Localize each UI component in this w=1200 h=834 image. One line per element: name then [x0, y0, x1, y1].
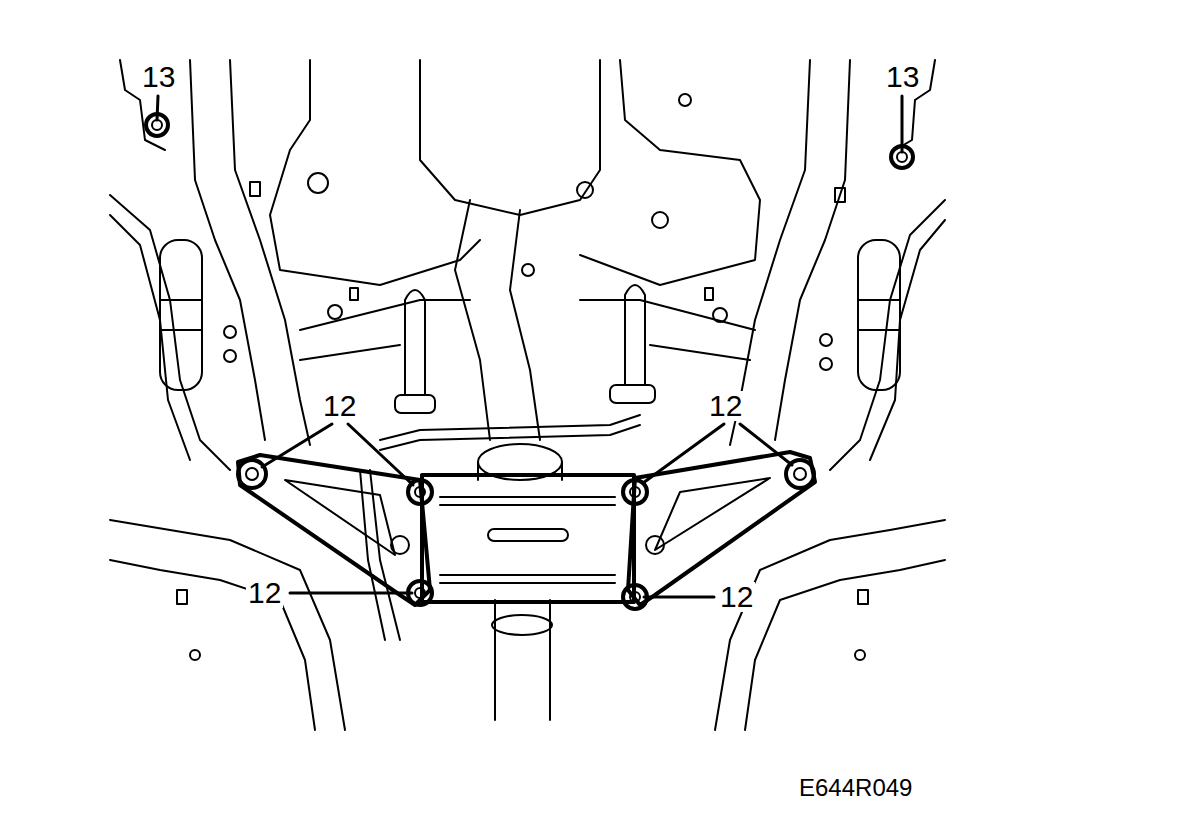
transmission-housing-part: [308, 173, 328, 193]
transmission-housing-part: [705, 288, 713, 300]
brake-pipes-part: [610, 385, 655, 403]
exhaust-pipe-part: [455, 200, 490, 440]
bolts: [146, 114, 913, 609]
exhaust-pipe-part: [478, 462, 562, 480]
leader-lines-part: [157, 96, 158, 120]
leader-lines: [157, 96, 902, 597]
transmission-housing-part: [300, 300, 755, 330]
right-frame-part: [830, 200, 945, 470]
left-frame-part: [177, 590, 187, 604]
exhaust-pipe: [455, 200, 562, 720]
callout-number: 12: [718, 582, 755, 612]
transmission-crossmember-part: [655, 478, 770, 550]
exhaust-pipe-part: [510, 210, 540, 440]
transmission-housing-part: [270, 60, 480, 285]
figure-code: E644R049: [797, 776, 914, 800]
brake-pipes-part: [380, 415, 640, 440]
left-frame-part: [224, 350, 236, 362]
left-frame-part: [160, 240, 202, 390]
left-frame-part: [110, 195, 230, 470]
transmission-crossmember-part: [440, 497, 615, 583]
right-frame-part: [775, 60, 850, 440]
transmission-housing-part: [835, 188, 845, 202]
bolts-part: [415, 588, 425, 598]
transmission-housing-part: [420, 60, 600, 215]
transmission-housing-part: [522, 264, 534, 276]
transmission-housing-part: [328, 305, 342, 319]
transmission-housing-part: [713, 308, 727, 322]
right-frame-part: [870, 220, 945, 460]
transmission-crossmember-part: [391, 536, 409, 554]
right-frame-part: [820, 334, 832, 346]
bolts-part: [794, 468, 806, 480]
leader-lines-part: [644, 596, 714, 599]
transmission-crossmember-part: [285, 480, 395, 555]
left-frame-part: [110, 560, 315, 730]
left-frame: [110, 60, 345, 730]
brake-pipes: [360, 285, 655, 640]
left-frame-part: [110, 215, 190, 460]
right-frame-part: [858, 300, 900, 330]
transmission-housing-part: [350, 288, 358, 300]
leader-lines-part: [740, 424, 792, 465]
leader-lines-part: [643, 424, 724, 483]
bolts-part: [630, 592, 640, 602]
right-frame-part: [745, 560, 945, 730]
left-frame-part: [160, 300, 202, 330]
brake-pipes-part: [405, 290, 425, 395]
transmission-housing-part: [250, 182, 260, 196]
callout-number: 12: [246, 578, 283, 608]
left-frame-part: [110, 520, 345, 730]
transmission-housing-part: [580, 60, 760, 285]
leader-lines-part: [901, 96, 904, 152]
brake-pipes-part: [625, 285, 645, 385]
callout-number: 13: [140, 62, 177, 92]
right-frame-part: [730, 60, 810, 445]
exhaust-pipe-part: [492, 615, 552, 635]
callout-number: 12: [707, 391, 744, 421]
transmission-housing-part: [679, 94, 691, 106]
transmission-crossmember-part: [646, 536, 664, 554]
leader-lines-part: [348, 424, 413, 485]
bolts-part: [152, 120, 162, 130]
bolts-part: [415, 487, 425, 497]
transmission-crossmember-part: [488, 529, 568, 541]
transmission-housing: [250, 60, 845, 360]
right-frame-part: [855, 650, 865, 660]
left-frame-part: [190, 650, 200, 660]
bolts-part: [630, 487, 640, 497]
callout-number: 13: [884, 62, 921, 92]
transmission-housing-part: [577, 182, 593, 198]
brake-pipes-part: [380, 425, 640, 450]
callout-number: 12: [321, 391, 358, 421]
left-frame-part: [224, 326, 236, 338]
transmission-housing-part: [652, 212, 668, 228]
transmission-crossmember-part: [422, 475, 634, 602]
leader-lines-part: [290, 592, 412, 595]
leader-lines-part: [262, 424, 332, 467]
right-frame-part: [858, 590, 868, 604]
right-frame-part: [820, 358, 832, 370]
bolts-part: [238, 460, 266, 488]
brake-pipes-part: [395, 395, 435, 413]
bolts-part: [246, 468, 258, 480]
right-frame: [715, 60, 945, 730]
right-frame-part: [715, 520, 945, 730]
right-frame-part: [858, 240, 900, 390]
left-frame-part: [230, 60, 310, 445]
